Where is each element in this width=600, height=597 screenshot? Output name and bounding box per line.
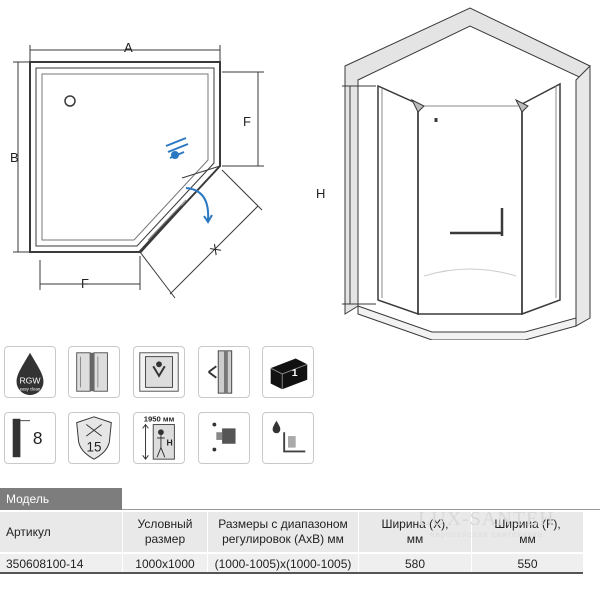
rgw-easy-clean-icon: RGW easy clean — [4, 346, 56, 398]
safety-number: 15 — [87, 439, 102, 454]
header-article: Артикул — [0, 512, 122, 552]
dim-label-a: A — [124, 40, 133, 55]
dim-label-h: H — [316, 186, 325, 201]
height-letter: H — [166, 438, 172, 448]
header-nominal-size-label: Условный размер — [133, 517, 197, 547]
glass-thickness-icon: 8 — [4, 412, 56, 464]
package-count-value: 1 — [292, 367, 298, 379]
cell-nominal-size: 1000x1000 — [123, 554, 207, 574]
glass-panels-icon — [68, 346, 120, 398]
cell-width-f: 550 — [472, 554, 583, 574]
safety-glass-icon: 15 — [68, 412, 120, 464]
height-icon: 1950 мм H — [133, 412, 185, 464]
profile-mount-icon — [198, 346, 250, 398]
perspective-drawing — [300, 0, 600, 340]
glass-thickness-value: 8 — [33, 428, 43, 448]
drip-seal-icon — [262, 412, 314, 464]
model-section-label: Модель — [0, 488, 122, 510]
dim-label-f-bottom: F — [81, 276, 89, 291]
dim-label-f-side: F — [243, 114, 251, 129]
top-view-drawing — [10, 30, 290, 310]
shower-door-icon — [133, 346, 185, 398]
rgw-label: RGW — [19, 376, 41, 386]
package-count-icon: 1 — [262, 346, 314, 398]
cell-width-x: 580 — [359, 554, 471, 574]
cell-article: 350608100-14 — [0, 554, 122, 574]
height-label: 1950 мм — [144, 415, 175, 424]
dim-label-b: B — [10, 150, 19, 165]
rgw-sub-label: easy clean — [20, 386, 41, 391]
header-article-label: Артикул — [6, 525, 51, 540]
header-dimensions-label: Размеры с диапазоном регулировок (AxB) м… — [212, 517, 354, 547]
header-nominal-size: Условный размер — [123, 512, 207, 552]
cell-dimensions: (1000-1005)x(1000-1005) — [208, 554, 358, 574]
watermark-tagline: европейская сантехника — [430, 530, 543, 539]
table-bottom-rule — [0, 572, 583, 574]
watermark-brand: LUX-SANTEH — [418, 508, 555, 531]
hinge-icon — [198, 412, 250, 464]
header-dimensions: Размеры с диапазоном регулировок (AxB) м… — [208, 512, 358, 552]
